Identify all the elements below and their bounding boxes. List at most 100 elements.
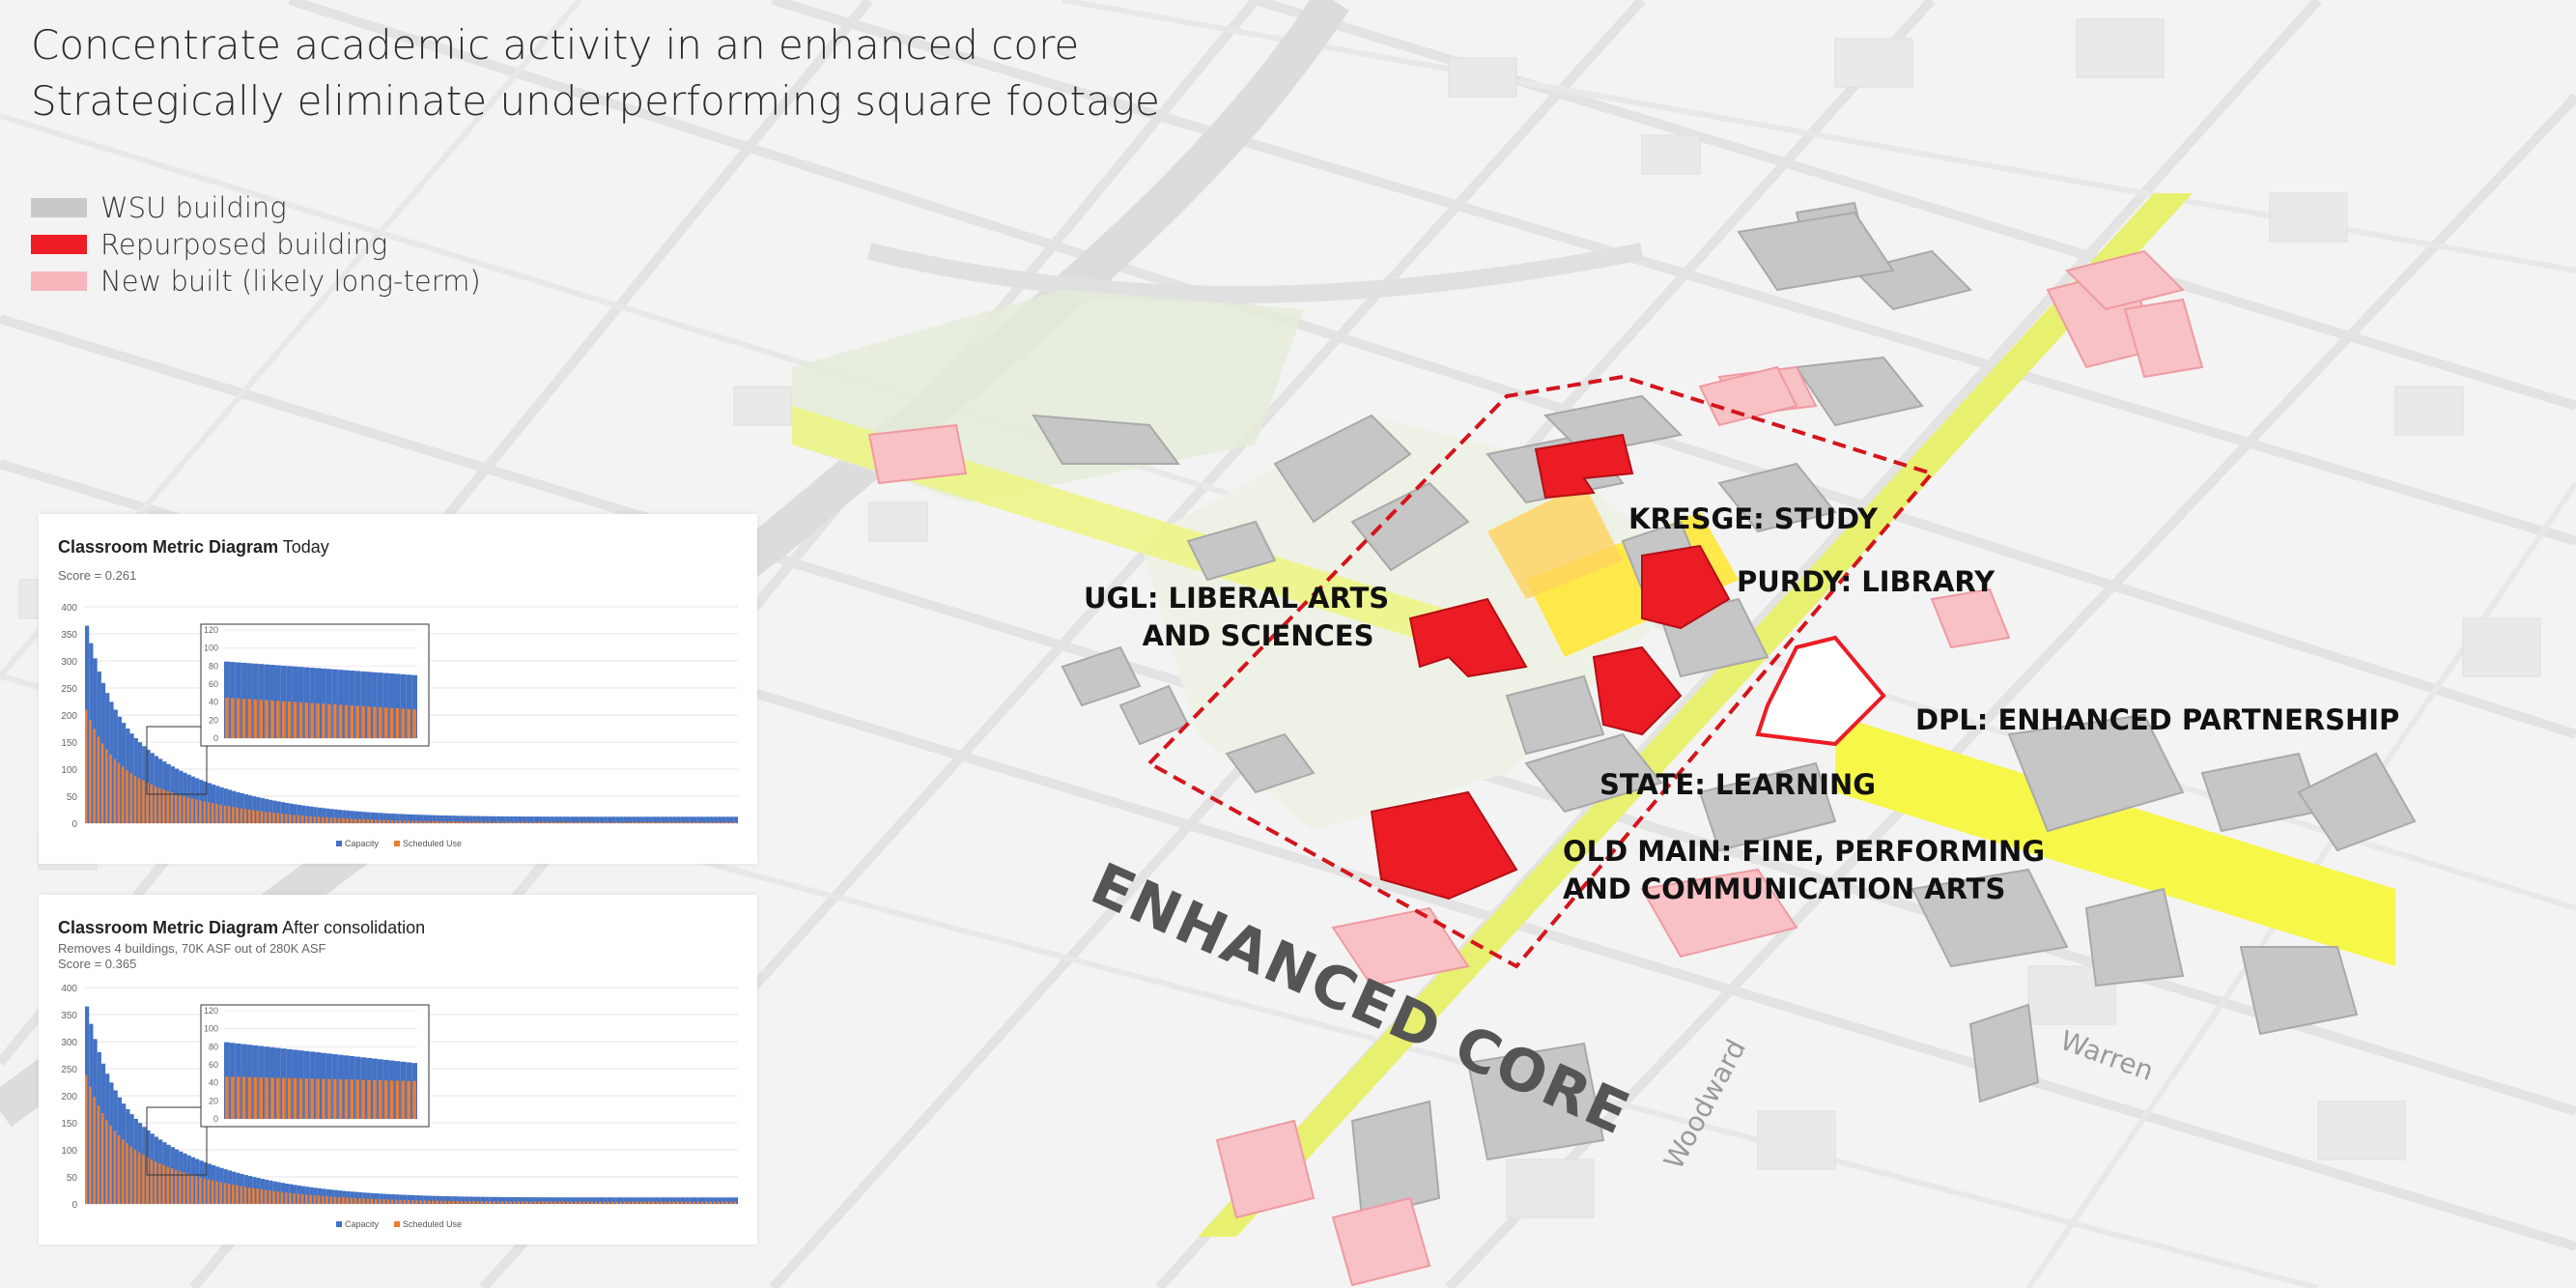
scheduled-bar bbox=[575, 821, 578, 823]
scheduled-bar bbox=[489, 1201, 492, 1204]
scheduled-bar bbox=[100, 743, 104, 823]
inset-scheduled-bar bbox=[241, 1076, 246, 1119]
scheduled-bar bbox=[722, 821, 724, 823]
scheduled-bar bbox=[517, 1201, 521, 1204]
scheduled-bar bbox=[579, 821, 581, 823]
capacity-bar bbox=[460, 816, 465, 823]
scheduled-bar bbox=[174, 1169, 178, 1204]
capacity-bar bbox=[705, 1197, 710, 1204]
inset-scheduled-bar bbox=[332, 703, 337, 738]
capacity-bar bbox=[570, 816, 575, 823]
scheduled-bar bbox=[170, 792, 174, 823]
scheduled-bar bbox=[100, 1112, 104, 1204]
scheduled-bar bbox=[599, 821, 602, 823]
scheduled-bar bbox=[517, 821, 521, 823]
scheduled-bar bbox=[252, 810, 255, 823]
inset-capacity-bar bbox=[321, 668, 326, 738]
scheduled-bar bbox=[619, 821, 623, 823]
capacity-bar bbox=[607, 816, 612, 823]
capacity-bar bbox=[436, 1195, 440, 1204]
inset-scheduled-bar bbox=[322, 1078, 326, 1119]
scheduled-bar bbox=[427, 1200, 431, 1204]
scheduled-bar bbox=[122, 766, 125, 823]
scheduled-bar bbox=[590, 1201, 594, 1204]
freeway bbox=[0, 0, 1349, 1128]
inset-scheduled-bar bbox=[287, 701, 292, 738]
scheduled-bar bbox=[432, 1200, 435, 1204]
capacity-bar bbox=[668, 1197, 673, 1204]
scheduled-bar bbox=[415, 820, 418, 823]
scheduled-bar bbox=[150, 784, 154, 823]
capacity-bar bbox=[411, 814, 416, 823]
inset-scheduled-bar bbox=[327, 1078, 331, 1119]
inset-capacity-bar bbox=[354, 671, 361, 738]
capacity-bar bbox=[390, 1194, 396, 1204]
scheduled-bar bbox=[85, 709, 88, 823]
scheduled-bar bbox=[709, 1201, 712, 1204]
y-tick-label: 350 bbox=[61, 630, 77, 641]
scheduled-bar bbox=[627, 821, 631, 823]
scheduled-bar bbox=[105, 1119, 108, 1204]
scheduled-bar bbox=[443, 1200, 447, 1204]
inset-scheduled-bar bbox=[401, 708, 406, 738]
scheduled-bar bbox=[676, 821, 680, 823]
inset-scheduled-bar bbox=[401, 1080, 406, 1119]
capacity-bar bbox=[436, 815, 440, 823]
capacity-bar bbox=[660, 1197, 665, 1204]
scheduled-bar bbox=[179, 1171, 182, 1204]
inset-capacity-bar bbox=[349, 671, 355, 738]
capacity-bar bbox=[529, 816, 534, 823]
capacity-bar bbox=[733, 1197, 738, 1204]
capacity-bar bbox=[664, 816, 669, 823]
chart-today: 050100150200250300350400020406080100120C… bbox=[61, 603, 738, 848]
scheduled-bar bbox=[129, 1146, 133, 1204]
y-tick-label: 150 bbox=[61, 1119, 77, 1130]
inset-tick-label: 120 bbox=[204, 625, 218, 635]
scheduled-bar bbox=[207, 802, 211, 823]
scheduled-bar bbox=[472, 1201, 475, 1204]
legend-label-wsu: WSU building bbox=[100, 191, 287, 224]
scheduled-bar bbox=[342, 1197, 345, 1204]
scheduled-bar bbox=[195, 799, 198, 823]
inset-capacity-bar bbox=[400, 673, 407, 738]
capacity-bar bbox=[399, 814, 404, 823]
scheduled-bar bbox=[362, 1198, 365, 1204]
scheduled-bar bbox=[227, 806, 231, 823]
inset-tick-label: 60 bbox=[209, 1060, 218, 1070]
capacity-bar bbox=[346, 810, 351, 823]
scheduled-bar bbox=[403, 1199, 407, 1204]
scheduled-bar bbox=[607, 1201, 610, 1204]
inset-scheduled-bar bbox=[355, 1079, 359, 1119]
capacity-bar bbox=[709, 1197, 714, 1204]
capacity-bar bbox=[485, 1196, 490, 1204]
scheduled-bar bbox=[113, 1131, 117, 1204]
scheduled-bar bbox=[664, 1201, 667, 1204]
capacity-bar bbox=[439, 1195, 444, 1204]
capacity-bar bbox=[456, 816, 461, 823]
capacity-bar bbox=[725, 816, 730, 823]
scheduled-bar bbox=[236, 807, 239, 823]
inset-scheduled-bar bbox=[247, 1076, 252, 1119]
scheduled-bar bbox=[689, 821, 692, 823]
scheduled-bar bbox=[496, 1201, 500, 1204]
scheduled-bar bbox=[399, 1199, 402, 1204]
scheduled-bar bbox=[632, 1201, 635, 1204]
capacity-bar bbox=[513, 816, 518, 823]
capacity-bar bbox=[496, 816, 501, 823]
scheduled-bar bbox=[207, 1179, 211, 1204]
y-tick-label: 400 bbox=[61, 603, 77, 614]
capacity-bar bbox=[607, 1197, 612, 1204]
capacity-bar bbox=[672, 816, 677, 823]
capacity-bar bbox=[713, 1197, 718, 1204]
capacity-bar bbox=[390, 814, 396, 823]
inset-tick-label: 0 bbox=[213, 1114, 218, 1124]
scheduled-bar bbox=[260, 1188, 264, 1204]
capacity-bar bbox=[603, 816, 608, 823]
capacity-bar bbox=[656, 1197, 661, 1204]
inset-scheduled-bar bbox=[298, 1077, 303, 1119]
capacity-bar bbox=[493, 1196, 497, 1204]
inset-scheduled-bar bbox=[276, 1077, 280, 1119]
scheduled-bar bbox=[285, 814, 288, 823]
scheduled-bar bbox=[505, 1201, 508, 1204]
